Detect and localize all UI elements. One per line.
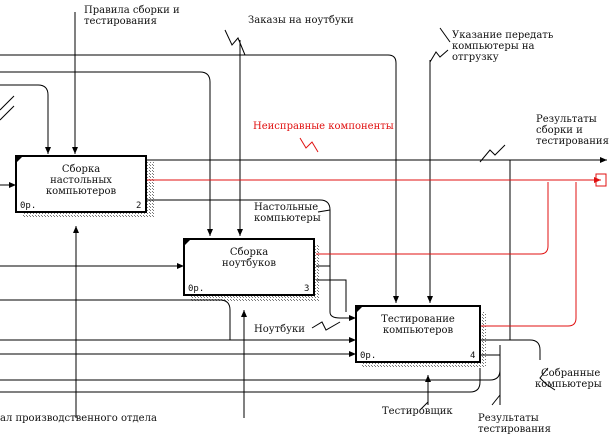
leader-orders: [224, 29, 246, 56]
box-1-title-line-2: настольных: [50, 175, 112, 186]
label-laptop-orders: Заказы на ноутбуки: [248, 15, 354, 26]
feedback-arrows: [146, 137, 601, 327]
arrow-network: [0, 12, 607, 418]
label-test-results-line-1: Результаты: [478, 413, 539, 424]
bottom-loop-line: [0, 368, 481, 393]
control-arrow-box1-left: [0, 84, 51, 154]
box-3-title-line-1: Тестирование: [381, 314, 455, 325]
leader-assembled: [539, 367, 556, 391]
box-1-title-line-3: компьютеров: [46, 186, 117, 197]
output-assembled: [480, 339, 541, 360]
label-ship-instruction-line-3: отгрузку: [452, 52, 499, 63]
output-arrow-desktops: [146, 199, 356, 321]
label-production-staff: ал производственного отдела: [0, 413, 157, 424]
feedback-faulty-box3: [480, 182, 577, 327]
box-2-title-line-2: ноутбуков: [222, 258, 276, 269]
leader-test-results: [491, 394, 501, 406]
feedback-terminal: [595, 173, 607, 187]
leader-laptops: [311, 321, 341, 331]
box-3-title-line-2: компьютеров: [383, 325, 454, 336]
box-1-number: 2: [136, 201, 141, 211]
leader-desktops: [317, 209, 331, 213]
label-laptops: Ноутбуки: [254, 324, 305, 335]
connector-lower-loop: [0, 299, 231, 340]
activity-box-3[interactable]: Тестирование компьютеров 0р. 4: [355, 305, 481, 363]
feedback-faulty-box2: [316, 182, 549, 255]
leader-tester: [419, 401, 429, 411]
leader-results: [479, 144, 506, 163]
output-box2-down: [316, 279, 347, 312]
leader-ship: [429, 49, 449, 63]
left-tick: [0, 95, 15, 111]
label-faulty-components: Неисправные компоненты: [253, 121, 394, 132]
label-desktops-line-1: Настольные: [254, 202, 318, 213]
label-assembly-results-line-3: тестирования: [536, 136, 609, 147]
label-desktops-line-2: компьютеры: [254, 213, 321, 224]
box-2-cost: 0р.: [188, 284, 204, 294]
control-arrow-box2-left: [0, 71, 213, 236]
label-ship-instruction-line-1: Указание передать: [452, 30, 554, 41]
label-ship-instruction-line-2: компьютеры на: [452, 41, 535, 52]
activity-box-1[interactable]: Сборка настольных компьютеров 0р. 2: [15, 155, 147, 213]
box-1-cost: 0р.: [20, 201, 36, 211]
box-1-title-line-1: Сборка: [62, 164, 100, 175]
output-test-results: [480, 354, 501, 405]
label-assembly-results-line-1: Результаты: [536, 114, 597, 125]
control-arrow-rules-box3: [0, 54, 399, 303]
label-test-results-line-2: тестирования: [478, 424, 551, 435]
label-assembly-results-line-2: сборки и: [536, 125, 583, 136]
activity-box-2[interactable]: Сборка ноутбуков 0р. 3: [183, 238, 315, 296]
label-assembly-rules-line-2: тестирования: [84, 16, 157, 27]
leader-faulty: [299, 137, 319, 153]
box-2-number: 3: [304, 284, 309, 294]
leader-ship-top: [439, 27, 451, 43]
box-3-number: 4: [470, 351, 475, 361]
label-leaders: [224, 27, 556, 411]
box-3-cost: 0р.: [360, 351, 376, 361]
box-2-title-line-1: Сборка: [230, 247, 268, 258]
label-assembled-line-1: Собранные: [541, 368, 600, 379]
label-tester: Тестировщик: [382, 406, 453, 417]
label-assembled-line-2: компьютеры: [535, 379, 602, 390]
left-tick-2: [0, 105, 15, 121]
label-assembly-rules-line-1: Правила сборки и: [84, 5, 180, 16]
